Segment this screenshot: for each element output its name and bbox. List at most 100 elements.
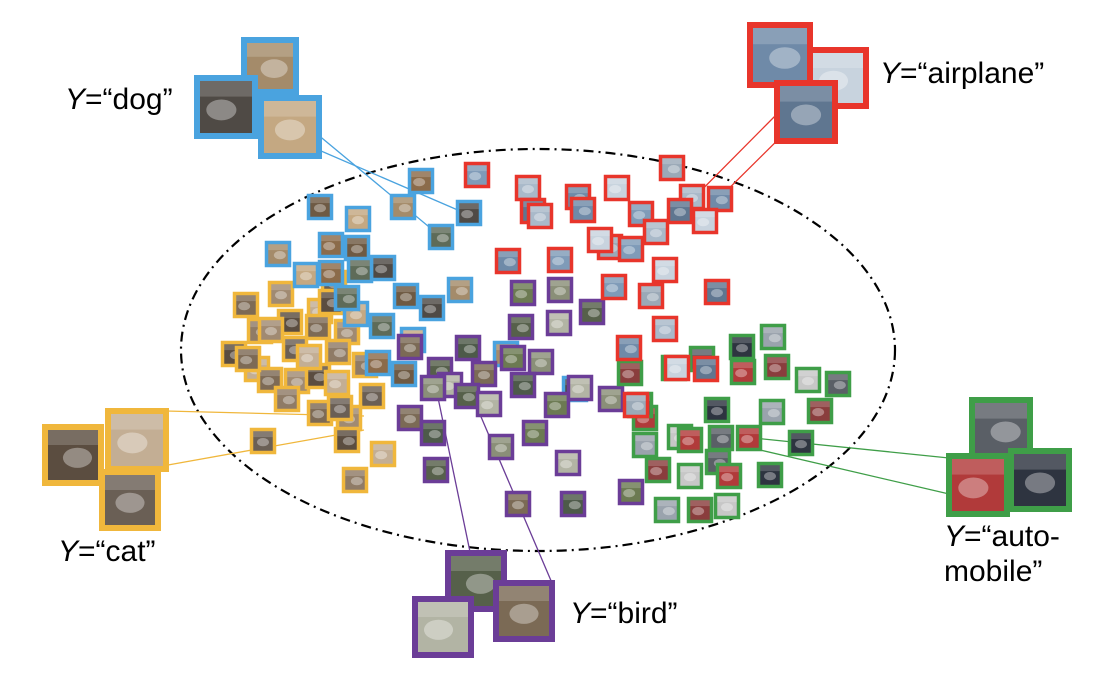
bird-connector-line	[469, 390, 553, 584]
bird-thumbnail	[509, 371, 537, 399]
bird-thumbnail	[422, 456, 450, 484]
cat-thumbnail	[232, 291, 260, 319]
label-dog-variable: Y	[65, 83, 86, 116]
automobile-thumbnail	[707, 424, 735, 452]
bird-thumbnail	[499, 344, 527, 372]
dog-thumbnail	[390, 360, 418, 388]
automobile-thumbnail	[644, 456, 672, 484]
airplane-thumbnail	[526, 202, 554, 230]
dog-thumbnail	[455, 199, 483, 227]
automobile-thumbnail	[763, 353, 791, 381]
airplane-thumbnail	[463, 161, 491, 189]
automobile-thumbnail	[758, 398, 786, 426]
dog-thumbnail	[392, 282, 420, 310]
automobile-example-image	[946, 453, 1010, 517]
dog-thumbnail	[306, 193, 334, 221]
bird-thumbnail	[559, 490, 587, 518]
automobile-connector-line	[743, 436, 950, 459]
cat-thumbnail	[369, 440, 397, 468]
cat-thumbnail	[273, 385, 301, 413]
bird-thumbnail	[617, 478, 645, 506]
bird-thumbnail	[545, 309, 573, 337]
label-cat: Y=“cat”	[58, 535, 156, 570]
bird-example-image	[493, 580, 555, 642]
automobile-thumbnail	[703, 396, 731, 424]
cat-example-image	[42, 424, 104, 486]
cat-thumbnail	[333, 426, 361, 454]
thumbnail-scatter	[220, 154, 852, 524]
label-automobile-equals: =	[964, 520, 982, 553]
automobile-thumbnail	[616, 359, 644, 387]
bird-thumbnail	[546, 276, 574, 304]
airplane-thumbnail	[546, 246, 574, 274]
airplane-thumbnail	[651, 256, 679, 284]
label-automobile-text-1: “auto-	[981, 520, 1060, 553]
label-dog: Y=“dog”	[65, 83, 173, 118]
airplane-thumbnail	[666, 197, 694, 225]
airplane-thumbnail	[651, 315, 679, 343]
automobile-thumbnail	[824, 370, 852, 398]
cat-thumbnail	[304, 313, 332, 341]
dog-thumbnail	[389, 193, 417, 221]
automobile-thumbnail	[686, 496, 714, 524]
bird-thumbnail	[566, 374, 594, 402]
cat-thumbnail	[234, 345, 262, 373]
bird-thumbnail	[578, 298, 606, 326]
airplane-example-image	[747, 22, 813, 88]
automobile-thumbnail	[715, 462, 743, 490]
airplane-example-image	[774, 80, 838, 144]
automobile-thumbnail	[653, 496, 681, 524]
dog-connector-line	[304, 123, 447, 242]
bird-thumbnail	[396, 333, 424, 361]
dog-thumbnail	[446, 276, 474, 304]
automobile-thumbnail	[806, 397, 834, 425]
automobile-thumbnail	[794, 366, 822, 394]
bird-thumbnail	[475, 390, 503, 418]
cat-thumbnail	[341, 466, 369, 494]
label-airplane-variable: Y	[880, 57, 901, 90]
label-bird-variable: Y	[570, 597, 591, 630]
bird-thumbnail	[597, 385, 625, 413]
label-automobile-variable: Y	[944, 520, 965, 553]
airplane-thumbnail	[706, 185, 734, 213]
bird-thumbnail	[554, 449, 582, 477]
dog-thumbnail	[343, 234, 371, 262]
airplane-thumbnail	[603, 174, 631, 202]
airplane-thumbnail	[627, 200, 655, 228]
cat-thumbnail	[257, 316, 285, 344]
airplane-thumbnail	[569, 196, 597, 224]
cat-thumbnail	[281, 335, 309, 363]
cat-example-image	[105, 408, 169, 472]
bird-thumbnail	[419, 374, 447, 402]
airplane-thumbnail	[514, 174, 542, 202]
airplane-thumbnail	[642, 218, 670, 246]
cat-thumbnail	[324, 338, 352, 366]
dog-example-image	[241, 37, 299, 95]
automobile-thumbnail	[631, 431, 659, 459]
label-automobile: Y=“auto- mobile”	[944, 520, 1060, 589]
airplane-thumbnail	[617, 235, 645, 263]
airplane-thumbnail	[494, 247, 522, 275]
example-images	[42, 22, 1072, 658]
airplane-thumbnail	[622, 391, 650, 419]
automobile-thumbnail	[713, 492, 741, 520]
airplane-thumbnail	[692, 355, 720, 383]
label-cat-equals: =	[78, 535, 96, 568]
cat-thumbnail	[267, 280, 295, 308]
dog-thumbnail	[346, 256, 374, 284]
bird-thumbnail	[396, 404, 424, 432]
airplane-thumbnail	[658, 154, 686, 182]
bird-example-image	[412, 596, 474, 658]
dog-example-image	[258, 95, 322, 159]
airplane-thumbnail	[586, 226, 614, 254]
label-dog-text: “dog”	[102, 83, 173, 116]
automobile-connector-line	[742, 445, 963, 498]
automobile-example-image	[1008, 448, 1072, 512]
automobile-thumbnail	[676, 426, 704, 454]
airplane-thumbnail	[691, 207, 719, 235]
bird-thumbnail	[487, 433, 515, 461]
bird-thumbnail	[504, 490, 532, 518]
automobile-thumbnail	[728, 333, 756, 361]
bird-thumbnail	[470, 360, 498, 388]
